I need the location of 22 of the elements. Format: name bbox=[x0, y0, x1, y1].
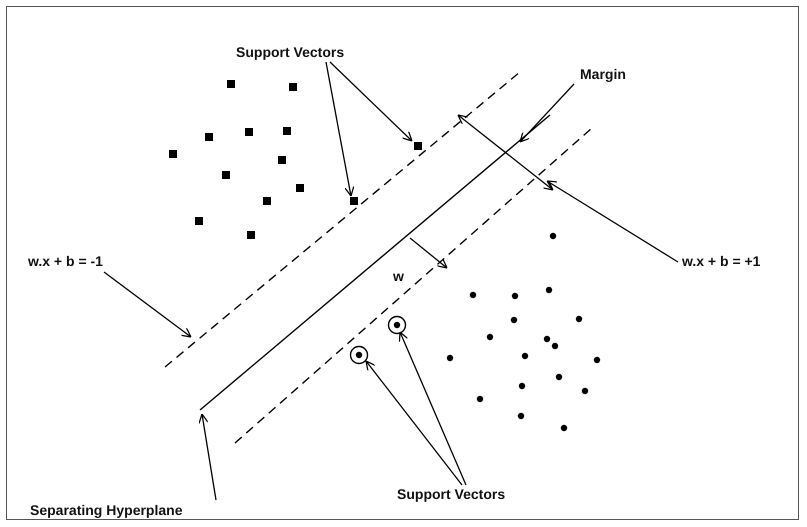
leader-line bbox=[546, 180, 678, 263]
leader-line bbox=[398, 331, 467, 486]
leader-line bbox=[325, 62, 354, 197]
support-vector-square bbox=[414, 142, 422, 150]
leader-line bbox=[519, 84, 574, 143]
callout-label: w.x + b = -1 bbox=[28, 253, 103, 269]
margin-boundary-line bbox=[234, 127, 592, 444]
callout-label: Support Vectors bbox=[397, 486, 506, 502]
leader-line bbox=[365, 360, 463, 486]
vector-label: w bbox=[393, 268, 404, 284]
callout-label: Margin bbox=[580, 66, 626, 82]
callout-label: Separating Hyperplane bbox=[30, 502, 182, 518]
leader-line bbox=[330, 62, 413, 142]
leader-line bbox=[198, 413, 217, 500]
support-vector-circle bbox=[388, 316, 406, 334]
support-vector-circle bbox=[350, 346, 368, 364]
callout-label: w.x + b = +1 bbox=[682, 253, 760, 269]
leader-line bbox=[104, 271, 192, 338]
support-vector-square bbox=[350, 197, 358, 205]
hyperplane-line bbox=[200, 114, 550, 411]
margin-boundary-line bbox=[164, 71, 520, 368]
callout-label: Support Vectors bbox=[236, 44, 344, 60]
